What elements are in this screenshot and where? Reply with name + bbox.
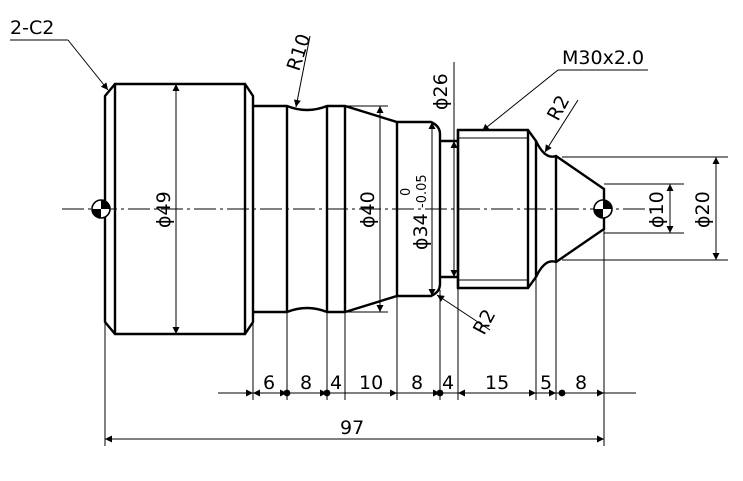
- length-seg-1: 6: [263, 372, 275, 394]
- dim-d10: ϕ10: [604, 183, 684, 234]
- length-extension-lines: [104, 229, 605, 446]
- d26-label: ϕ26: [430, 73, 452, 110]
- dim-dot: [558, 389, 566, 397]
- r10-leader: R10: [283, 31, 315, 108]
- total-length-label: 97: [340, 417, 364, 439]
- d34-tol-lower: -0.05: [415, 174, 430, 208]
- length-seg-6: 4: [442, 372, 454, 394]
- dim-dot: [436, 389, 444, 397]
- d10-label: ϕ10: [646, 191, 668, 228]
- r10-label: R10: [283, 31, 315, 73]
- length-seg-7: 15: [485, 372, 509, 394]
- length-seg-4: 10: [359, 372, 383, 394]
- dim-dot: [283, 389, 291, 397]
- dim-dot: [323, 389, 331, 397]
- dim-d40: ϕ40: [345, 105, 388, 313]
- length-seg-8: 5: [540, 372, 552, 394]
- thread-label: M30x2.0: [562, 47, 644, 69]
- length-chain-dimension: 6 8 4 10 8 4 15 5 8: [218, 372, 636, 397]
- d49-label: ϕ49: [153, 191, 175, 228]
- dim-d34: ϕ34 0 -0.05: [399, 122, 436, 296]
- chamfer-leader: 2-C2: [10, 17, 109, 91]
- dim-d49: ϕ49: [153, 84, 180, 334]
- r2-shoulder-label: R2: [469, 306, 500, 339]
- d20-label: ϕ20: [692, 191, 714, 228]
- d40-label: ϕ40: [357, 191, 379, 228]
- dim-total-length: 97: [105, 417, 604, 443]
- r2-shoulder-leader: R2: [436, 294, 500, 339]
- chamfer-label: 2-C2: [10, 17, 54, 39]
- d34-label: ϕ34: [410, 213, 432, 250]
- r2-neck-leader: R2: [543, 92, 579, 153]
- length-seg-2: 8: [300, 372, 312, 394]
- length-seg-3: 4: [330, 372, 342, 394]
- r2-neck-label: R2: [543, 92, 574, 125]
- center-hole-right-icon: [593, 199, 613, 219]
- center-hole-left-icon: [91, 199, 111, 219]
- d34-tol-upper: 0: [399, 188, 414, 196]
- length-seg-9: 8: [575, 372, 587, 394]
- length-seg-5: 8: [411, 372, 423, 394]
- dim-d26: ϕ26: [430, 62, 458, 277]
- thread-leader: M30x2.0: [481, 47, 648, 132]
- dim-d20: ϕ20: [562, 156, 728, 261]
